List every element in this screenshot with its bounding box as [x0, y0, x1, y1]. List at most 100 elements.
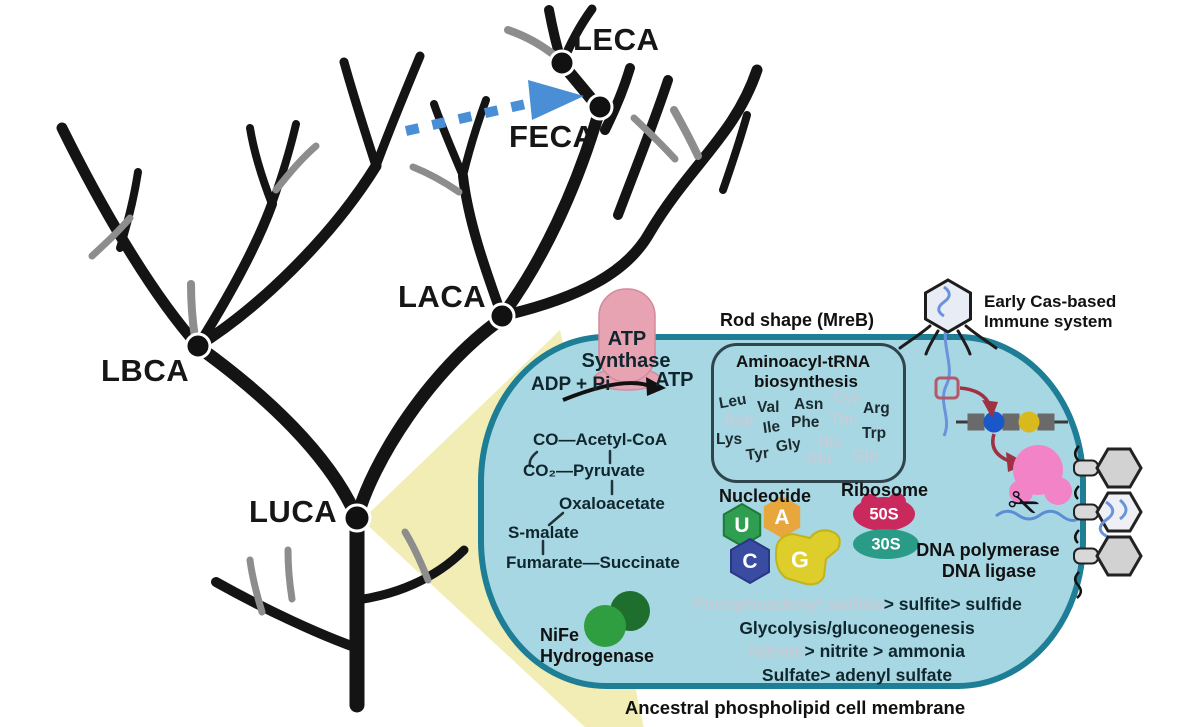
membrane-label: Ancestral phospholipid cell membrane — [624, 697, 966, 718]
pathway-acetylcoa: CO—Acetyl-CoA — [533, 430, 668, 449]
ribosome-30s-label: 30S — [871, 535, 901, 554]
amino-acid-trp: Trp — [862, 425, 887, 442]
luca-label: LUCA — [249, 494, 338, 529]
phage-head-gray — [1095, 535, 1143, 577]
amino-acid-phe: Phe — [791, 414, 820, 431]
amino-acid-asn: Asn — [794, 396, 824, 413]
pathway-smalate: S-malate — [508, 523, 579, 542]
red-arrowhead — [982, 400, 998, 418]
laca-label: LACA — [398, 279, 487, 314]
ancestor-nodes — [184, 49, 614, 533]
amino-acid-gln: Gln — [853, 448, 879, 465]
reaction-sulfate: Phosphoadenyl sulfate> sulfite> sulfide — [645, 593, 1069, 617]
phylo-tree — [56, 4, 763, 713]
amino-acid-his: His — [818, 434, 843, 451]
phage-tail — [1073, 547, 1099, 565]
ribosome-50s-label: 50S — [869, 505, 899, 524]
endosymbiosis-arrowhead — [528, 80, 584, 120]
rod-shape-label: Rod shape (MreB) — [720, 310, 875, 330]
crispr-spacer-yellow — [1018, 411, 1040, 433]
extinct-branches — [88, 26, 702, 616]
reaction-faded-part: Phosphoadenyl sulfate — [692, 594, 884, 614]
reaction-nitrate: Nitrate> nitrite > ammonia — [645, 640, 1069, 664]
aminoacyl-trna-box: Aminoacyl-tRNA biosynthesis — [711, 343, 906, 483]
ribosome-30s-shape — [853, 529, 919, 559]
crispr-array — [956, 411, 1068, 433]
amino-acid-cys: Cys — [833, 389, 862, 406]
reaction-main-part: > nitrite > ammonia — [804, 641, 965, 661]
nife-label-2: Hydrogenase — [540, 646, 655, 666]
dna-ligase-label: DNA ligase — [941, 561, 1037, 581]
amino-acid-thr: Thr — [830, 411, 855, 428]
laca-node — [488, 302, 516, 330]
nife-label-1: NiFe — [540, 625, 580, 645]
cut-dna-strand — [995, 509, 1083, 522]
immune-system-label-2: Immune system — [984, 312, 1113, 331]
phage-b-dna — [1098, 498, 1128, 539]
reaction-main-part: Sulfate> adenyl sulfate — [761, 664, 953, 685]
base-a: A — [774, 506, 790, 529]
base-a-hexagon — [763, 496, 801, 538]
crispr-repeat — [1037, 413, 1055, 431]
reaction-adenyl-sulfate: Sulfate> adenyl sulfate — [645, 664, 1069, 688]
pathway-fumarate: Fumarate—Succinate — [506, 553, 680, 572]
base-g: G — [791, 546, 809, 573]
atp-product-label: ATP — [655, 369, 694, 391]
atp-synthase-shape — [562, 288, 666, 402]
pathway-pyruvate: CO₂—Pyruvate — [523, 461, 645, 480]
crispr-spacer-blue — [983, 411, 1005, 433]
base-g-blob — [774, 529, 841, 586]
reaction-glycolysis: Glycolysis/gluconeogenesis — [645, 617, 1069, 641]
atp-synthase-label-2: Synthase — [581, 350, 671, 372]
amino-acid-arg: Arg — [863, 400, 890, 417]
feca-label: FECA — [509, 119, 596, 154]
phage-tail — [1073, 459, 1099, 477]
membrane-receptor — [934, 376, 960, 400]
top-phage — [898, 278, 998, 437]
base-c-hexagon — [730, 537, 770, 585]
right-phages — [1073, 445, 1143, 599]
lbca-node — [184, 332, 212, 360]
phage-head-dna — [1095, 491, 1143, 533]
ribosome-shapes — [853, 493, 919, 559]
amino-acid-ile: Ile — [761, 417, 782, 438]
phage-head-gray — [1095, 447, 1143, 489]
luca-node — [342, 503, 372, 533]
pathway-oxaloacetate: Oxaloacetate — [559, 494, 665, 513]
aa-box-title-1: Aminoacyl-tRNA — [736, 352, 871, 371]
ribosome-50s-shape — [853, 497, 915, 531]
leca-node — [548, 49, 576, 77]
amino-acid-glu: Glu — [806, 450, 832, 467]
amino-acid-tyr: Tyr — [745, 444, 770, 465]
metabolic-reactions: Phosphoadenyl sulfate> sulfite> sulfide … — [645, 593, 1069, 687]
reaction-faded-part: Nitrate — [749, 641, 805, 661]
aa-box-title-2: biosynthesis — [754, 372, 858, 391]
crispr-repeat — [1002, 413, 1020, 431]
phage-head — [924, 278, 972, 334]
nife-hydrogenase-shape — [584, 591, 650, 647]
cas-protein — [1009, 445, 1072, 505]
amino-acid-gly: Gly — [774, 435, 802, 456]
adp-pi-label: ADP + Pi — [531, 374, 611, 395]
phage-tail — [1073, 503, 1099, 521]
phage-legs — [898, 324, 998, 356]
nucleotide-label: Nucleotide — [719, 486, 812, 506]
pathway-connectors — [528, 449, 614, 556]
feca-node — [586, 93, 614, 121]
ribosome-label: Ribosome — [841, 480, 929, 500]
atp-synthase-label-1: ATP — [607, 328, 647, 350]
immune-system-label-1: Early Cas-based — [984, 292, 1117, 311]
base-c: C — [742, 550, 758, 573]
atp-arrowhead — [646, 377, 666, 396]
base-u: U — [734, 514, 750, 537]
lbca-label: LBCA — [101, 353, 190, 388]
reaction-main-part: Glycolysis/gluconeogenesis — [739, 617, 975, 638]
crispr-repeat — [967, 413, 985, 431]
nucleotide-shapes — [722, 496, 841, 586]
dna-polymerase-label: DNA polymerase — [916, 540, 1060, 560]
amino-acid-lys: Lys — [716, 431, 743, 448]
amino-acid-val: Val — [757, 399, 780, 416]
reaction-main-part: > sulfite> sulfide — [883, 594, 1022, 614]
